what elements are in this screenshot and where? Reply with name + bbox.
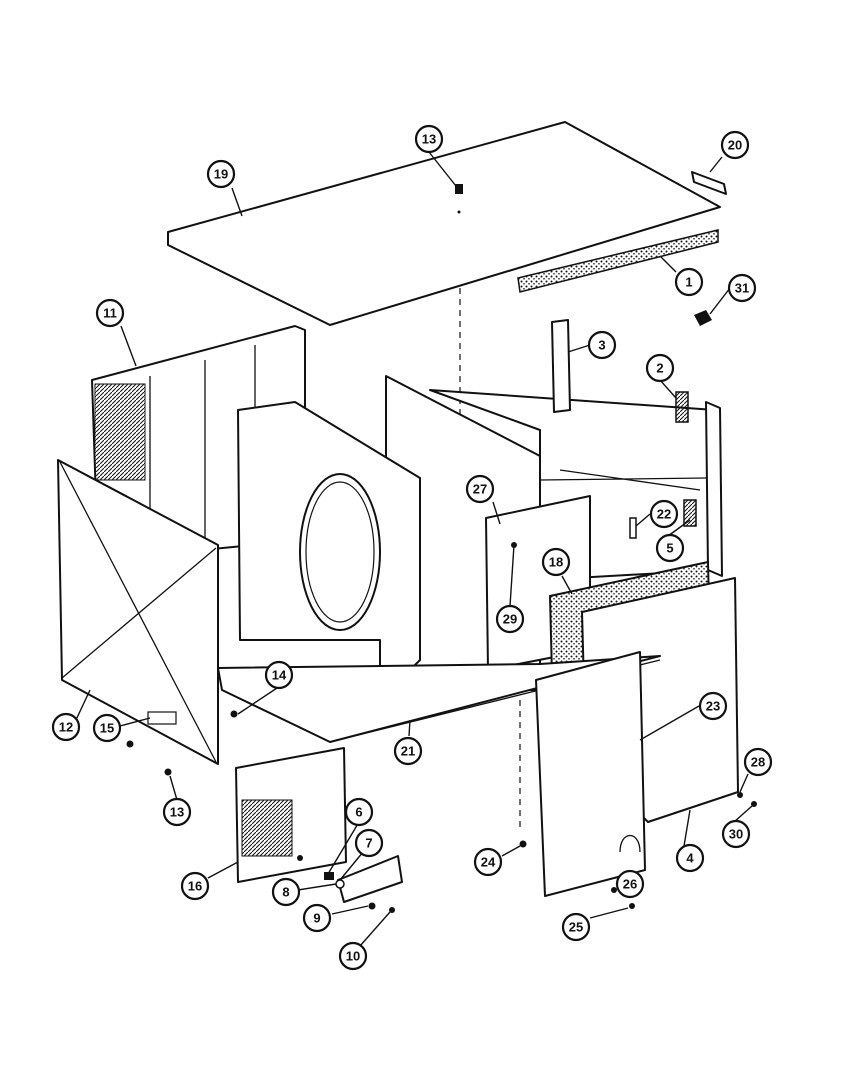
- screw-15: [126, 740, 134, 748]
- callout-28-label: 28: [751, 755, 765, 770]
- callout-13-bottom-label: 13: [170, 805, 184, 820]
- screw-30: [751, 801, 757, 807]
- screw-24: [519, 840, 527, 848]
- callout-8-label: 8: [282, 885, 289, 900]
- callout-25: 25: [561, 912, 591, 942]
- callout-9: 9: [302, 903, 332, 933]
- callout-5-label: 5: [666, 541, 673, 556]
- callout-21-label: 21: [401, 744, 415, 759]
- callout-10-label: 10: [346, 949, 360, 964]
- screw-26: [611, 887, 617, 893]
- leader-lines: [74, 151, 753, 947]
- callout-16: 16: [180, 871, 210, 901]
- callout-29: 29: [495, 604, 525, 634]
- callout-29-label: 29: [503, 612, 517, 627]
- callout-30: 30: [721, 819, 751, 849]
- callout-8: 8: [271, 877, 301, 907]
- callout-13-top-label: 13: [422, 132, 436, 147]
- callout-27-label: 27: [473, 482, 487, 497]
- callout-19-label: 19: [214, 167, 228, 182]
- callout-20: 20: [720, 130, 750, 160]
- callout-13-bottom: 13: [162, 797, 192, 827]
- callout-18: 18: [541, 547, 571, 577]
- callout-22-label: 22: [657, 507, 671, 522]
- callout-31: 31: [727, 273, 757, 303]
- rear-frame: [429, 389, 717, 581]
- callout-30-label: 30: [729, 827, 743, 842]
- top-screw: [455, 184, 463, 214]
- screw-13-bottom: [164, 768, 172, 776]
- callout-31-label: 31: [735, 281, 749, 296]
- callout-15-label: 15: [100, 721, 114, 736]
- screw-28: [737, 792, 743, 798]
- callout-7: 7: [354, 828, 384, 858]
- screw-25: [629, 903, 635, 909]
- part-5: [683, 499, 697, 527]
- callout-6: 6: [344, 797, 374, 827]
- callout-20-label: 20: [728, 138, 742, 153]
- callout-28: 28: [743, 747, 773, 777]
- callout-18-label: 18: [549, 555, 563, 570]
- access-panel: [535, 651, 646, 897]
- callout-23: 23: [698, 691, 728, 721]
- callout-11: 11: [95, 298, 125, 328]
- callout-16-label: 16: [188, 879, 202, 894]
- mounting-bracket: [324, 855, 403, 913]
- callout-26: 26: [615, 869, 645, 899]
- right-post: [705, 401, 723, 577]
- callout-24: 24: [473, 847, 503, 877]
- callout-12: 12: [51, 712, 81, 742]
- callout-10: 10: [338, 941, 368, 971]
- callout-5: 5: [655, 533, 685, 563]
- callout-22: 22: [649, 499, 679, 529]
- callout-4: 4: [675, 843, 705, 873]
- clip: [694, 310, 712, 326]
- part-22: [629, 517, 637, 539]
- callout-14: 14: [264, 660, 294, 690]
- callout-7-label: 7: [365, 836, 372, 851]
- callout-27: 27: [465, 474, 495, 504]
- callout-3: 3: [587, 330, 617, 360]
- side-panel: [57, 459, 238, 765]
- callout-6-label: 6: [355, 805, 362, 820]
- part-2: [675, 391, 689, 423]
- bracket: [691, 171, 727, 195]
- callout-25-label: 25: [569, 920, 583, 935]
- callout-14-label: 14: [272, 668, 287, 683]
- callout-19: 19: [206, 159, 236, 189]
- callout-2: 2: [645, 353, 675, 383]
- callout-9-label: 9: [313, 911, 320, 926]
- insulation-strip: [517, 229, 719, 293]
- callout-24-label: 24: [481, 855, 496, 870]
- callout-12-label: 12: [59, 720, 73, 735]
- callout-1: 1: [674, 267, 704, 297]
- top-cover: [167, 121, 721, 326]
- fan-shroud: [237, 401, 421, 701]
- callout-4-label: 4: [686, 851, 694, 866]
- callout-11-label: 11: [103, 306, 117, 321]
- vertical-bracket: [551, 319, 571, 413]
- callout-13-top: 13: [414, 124, 444, 154]
- callout-3-label: 3: [598, 338, 605, 353]
- callout-23-label: 23: [706, 699, 720, 714]
- callout-26-label: 26: [623, 877, 637, 892]
- callout-2-label: 2: [656, 361, 663, 376]
- callout-21: 21: [393, 736, 423, 766]
- callout-15: 15: [92, 713, 122, 743]
- grille-panel: [235, 747, 347, 883]
- callout-1-label: 1: [685, 275, 692, 290]
